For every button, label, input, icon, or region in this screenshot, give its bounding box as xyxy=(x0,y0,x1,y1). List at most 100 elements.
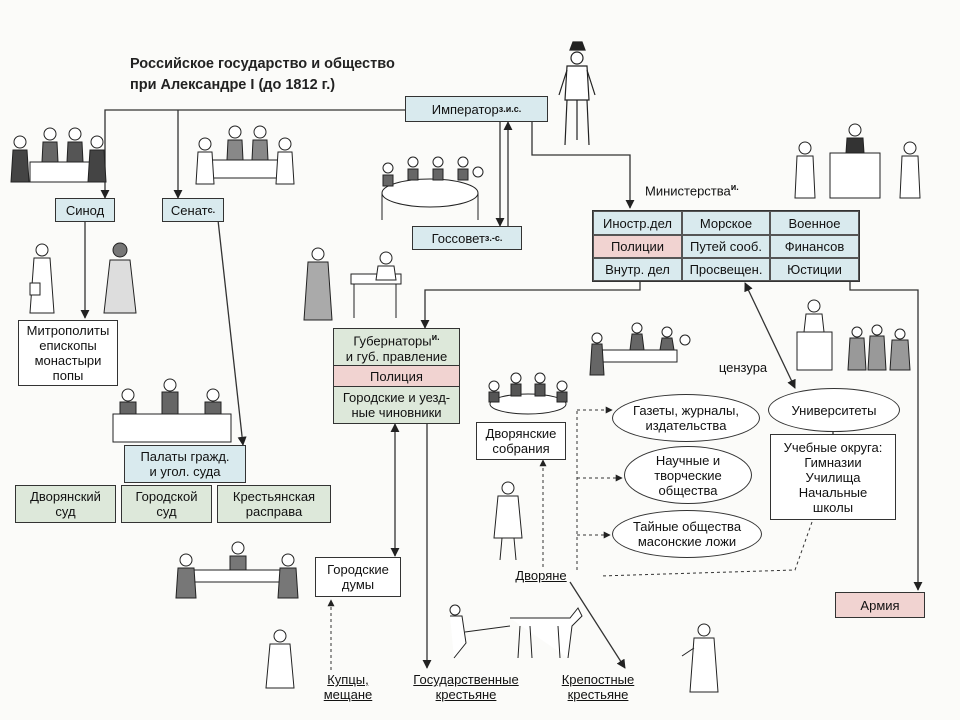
chambers-court-illustration xyxy=(108,370,236,445)
noble-assembly-box[interactable]: Дворянские собрания xyxy=(476,422,566,460)
ministry-cell[interactable]: Внутр. дел xyxy=(593,258,682,281)
ministry-cell[interactable]: Финансов xyxy=(770,235,859,258)
noble-assembly-illustration xyxy=(480,368,576,420)
chambers-line-1: Палаты гражд. xyxy=(140,449,229,464)
secret-societies-oval[interactable]: Тайные общества масонские ложи xyxy=(612,510,762,558)
estate-state-peasants-line-1: Государственные xyxy=(398,672,534,687)
newspapers-line-1: Газеты, журналы, xyxy=(633,403,739,418)
ministry-cell[interactable]: Просвещен. xyxy=(682,258,770,281)
districts-line-2: Гимназии xyxy=(804,455,861,470)
emperor-sup: з.и.с. xyxy=(499,102,522,117)
plowing-peasant-illustration xyxy=(440,598,590,668)
court-noble-line-2: суд xyxy=(55,504,75,519)
societies-line-1: Научные и xyxy=(656,453,720,468)
council-label: Госсовет xyxy=(432,231,485,246)
ministry-cell[interactable]: Морское xyxy=(682,211,770,235)
ministry-cell[interactable]: Юстиции xyxy=(770,258,859,281)
estate-merchants-line-1: Купцы, xyxy=(308,672,388,687)
court-city-box[interactable]: Городской суд xyxy=(121,485,212,523)
merchant-figure-illustration xyxy=(258,628,302,690)
districts-line-1: Учебные округа: xyxy=(784,440,883,455)
societies-line-3: общества xyxy=(659,483,718,498)
clergy-line-4: попы xyxy=(53,368,84,383)
noble-assembly-line-2: собрания xyxy=(492,441,549,456)
newspapers-oval[interactable]: Газеты, журналы, издательства xyxy=(612,394,760,442)
ministries-heading: Министерстваи. xyxy=(645,180,785,198)
senate-meeting-illustration xyxy=(190,122,300,192)
societies-oval[interactable]: Научные и творческие общества xyxy=(624,446,752,504)
city-dumas-line-1: Городские xyxy=(327,562,389,577)
police-label: Полиция xyxy=(370,369,423,384)
city-dumas-line-2: думы xyxy=(342,577,374,592)
districts-line-3: Училища xyxy=(805,470,860,485)
estate-serfs-line-1: Крепостные xyxy=(552,672,644,687)
societies-line-2: творческие xyxy=(654,468,722,483)
officials-line-2: ные чиновники xyxy=(351,405,441,420)
army-box[interactable]: Армия xyxy=(835,592,925,618)
officials-box[interactable]: Городские и уезд- ные чиновники xyxy=(333,386,460,424)
newspapers-line-2: издательства xyxy=(646,418,727,433)
clergy-figures-illustration xyxy=(20,238,150,316)
chambers-line-2: и угол. суда xyxy=(150,464,221,479)
estate-serfs: Крепостные крестьяне xyxy=(552,672,644,702)
court-peasant-line-2: расправа xyxy=(246,504,302,519)
court-city-line-1: Городской xyxy=(136,489,198,504)
diagram-title: Российское государство и общество при Ал… xyxy=(130,54,395,96)
clergy-line-2: епископы xyxy=(39,338,96,353)
clergy-line-3: монастыри xyxy=(35,353,102,368)
governors-line-2: и губ. правление xyxy=(346,349,448,364)
senate-sup: с. xyxy=(208,203,216,218)
secret-line-1: Тайные общества xyxy=(633,519,741,534)
districts-line-5: школы xyxy=(813,500,853,515)
city-dumas-box[interactable]: Городские думы xyxy=(315,557,401,597)
university-illustration xyxy=(792,292,917,374)
ministries-heading-sup: и. xyxy=(731,182,739,192)
universities-oval[interactable]: Университеты xyxy=(768,388,900,432)
court-peasant-box[interactable]: Крестьянская расправа xyxy=(217,485,331,523)
officials-line-1: Городские и уезд- xyxy=(343,390,450,405)
censorship-label: цензура xyxy=(708,360,778,375)
ministries-heading-label: Министерства xyxy=(645,183,731,198)
censorship-illustration xyxy=(582,320,697,378)
ministry-cell[interactable]: Иностр.дел xyxy=(593,211,682,235)
ministry-cell[interactable]: Путей сооб. xyxy=(682,235,770,258)
governor-desk-illustration xyxy=(296,240,416,322)
court-noble-box[interactable]: Дворянский суд xyxy=(15,485,116,523)
army-label: Армия xyxy=(860,598,899,613)
estate-state-peasants: Государственные крестьяне xyxy=(398,672,534,702)
districts-line-4: Начальные xyxy=(799,485,867,500)
clergy-box[interactable]: Митрополиты епископы монастыри попы xyxy=(18,320,118,386)
synod-box[interactable]: Синод xyxy=(55,198,115,222)
city-duma-illustration xyxy=(168,538,306,600)
council-sup: з.-с. xyxy=(485,231,502,246)
ministries-illustration xyxy=(790,118,925,203)
ministry-cell[interactable]: Полиции xyxy=(593,235,682,258)
court-peasant-line-1: Крестьянская xyxy=(233,489,315,504)
estate-merchants-line-2: мещане xyxy=(308,687,388,702)
estate-nobles: Дворяне xyxy=(505,568,577,583)
noble-assembly-line-1: Дворянские xyxy=(486,426,557,441)
senate-label: Сенат xyxy=(171,203,208,218)
ministry-cell[interactable]: Военное xyxy=(770,211,859,235)
police-box[interactable]: Полиция xyxy=(333,365,460,387)
title-line-2: при Александре I (до 1812 г.) xyxy=(130,75,395,96)
servant-figure-illustration xyxy=(678,622,724,694)
noble-figure-illustration xyxy=(488,480,528,562)
chambers-box[interactable]: Палаты гражд. и угол. суда xyxy=(124,445,246,483)
estate-serfs-line-2: крестьяне xyxy=(552,687,644,702)
governors-sup: и. xyxy=(432,332,440,342)
governors-line-1: Губернаторы xyxy=(353,334,431,349)
governors-box[interactable]: Губернаторыи. и губ. правление xyxy=(333,328,460,366)
emperor-figure-illustration xyxy=(555,40,600,150)
districts-box[interactable]: Учебные округа: Гимназии Училища Начальн… xyxy=(770,434,896,520)
synod-meeting-illustration xyxy=(5,122,110,194)
clergy-line-1: Митрополиты xyxy=(27,323,110,338)
synod-label: Синод xyxy=(66,203,104,218)
emperor-label: Император xyxy=(432,102,499,117)
council-meeting-illustration xyxy=(368,148,493,223)
